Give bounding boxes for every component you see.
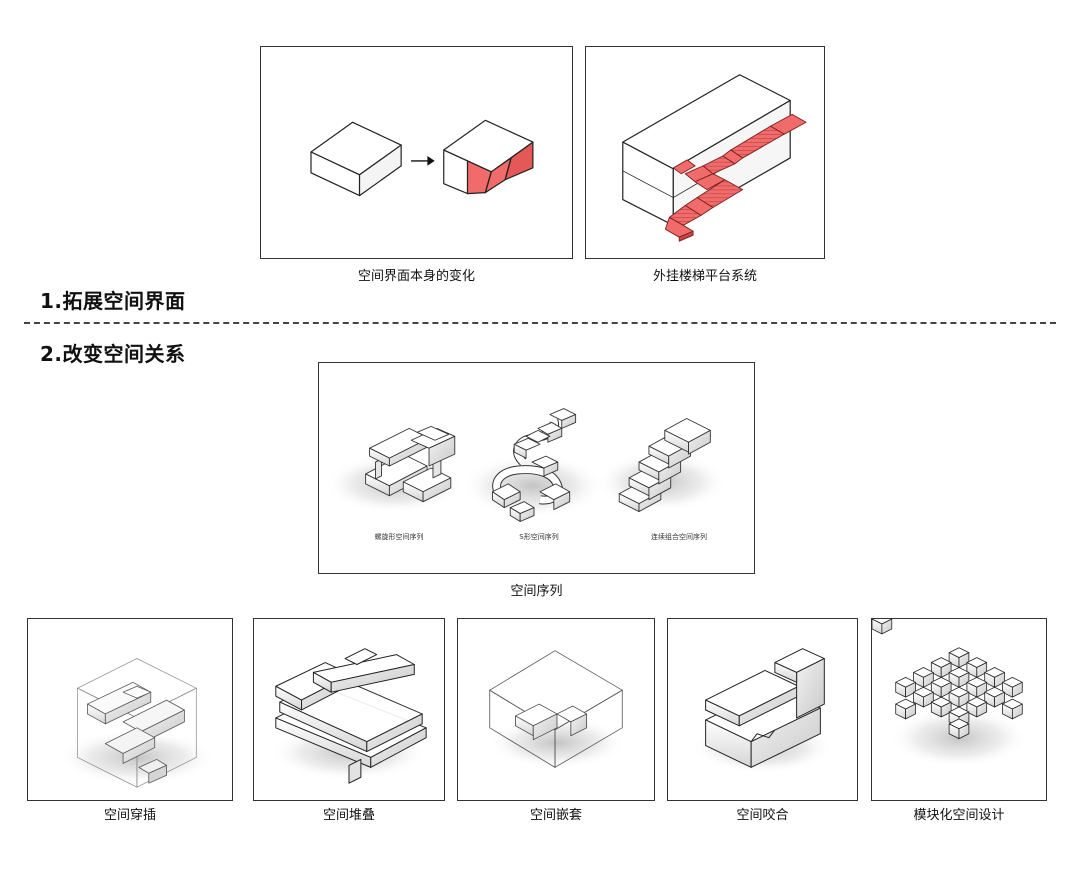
module-cube [872, 619, 893, 635]
stacking-diagram [269, 648, 429, 784]
section-divider [24, 322, 1056, 324]
spiral-sequence-model [365, 425, 456, 503]
interface-change-diagram [310, 119, 534, 197]
section-1-heading: 1.拓展空间界面 [40, 289, 186, 313]
space-sequence-caption: 空间序列 [510, 584, 563, 599]
spiral-sequence-label: 螺旋形空间序列 [374, 533, 424, 541]
s-curve-sequence-label: S形空间序列 [519, 533, 559, 541]
interface-change-caption: 空间界面本身的变化 [357, 269, 475, 284]
external-stair-panel [585, 46, 825, 259]
stepped-sequence-label: 连续组合空间序列 [651, 533, 707, 541]
stacking-panel [253, 618, 445, 801]
stair-platform-system [664, 113, 807, 242]
nesting-caption: 空间嵌套 [529, 808, 582, 823]
stepped-sequence-model [618, 418, 711, 513]
modular-diagram [872, 619, 1029, 768]
nesting-diagram [487, 650, 627, 769]
interlocking-panel [667, 618, 858, 801]
interpenetration-panel [27, 618, 233, 801]
section-2-heading: 2.改变空间关系 [40, 342, 186, 366]
modular-caption: 模块化空间设计 [913, 808, 1005, 823]
modular-panel [871, 618, 1047, 801]
external-stair-diagram [622, 74, 807, 242]
interpenetration-diagram [57, 658, 217, 788]
external-stair-caption: 外挂楼梯平台系统 [652, 269, 757, 284]
space-sequence-diagram [325, 408, 728, 522]
interlocking-caption: 空间咬合 [736, 808, 789, 823]
arrow-right-icon [411, 156, 435, 166]
nesting-panel [457, 618, 655, 801]
interlocking-diagram [691, 648, 835, 774]
stacking-caption: 空间堆叠 [322, 808, 375, 823]
s-curve-sequence-model [491, 408, 577, 522]
interpenetration-caption: 空间穿插 [103, 808, 156, 823]
interface-change-panel [260, 46, 573, 259]
space-sequence-panel: 螺旋形空间序列 S形空间序列 连续组合空间序列 [318, 362, 755, 574]
